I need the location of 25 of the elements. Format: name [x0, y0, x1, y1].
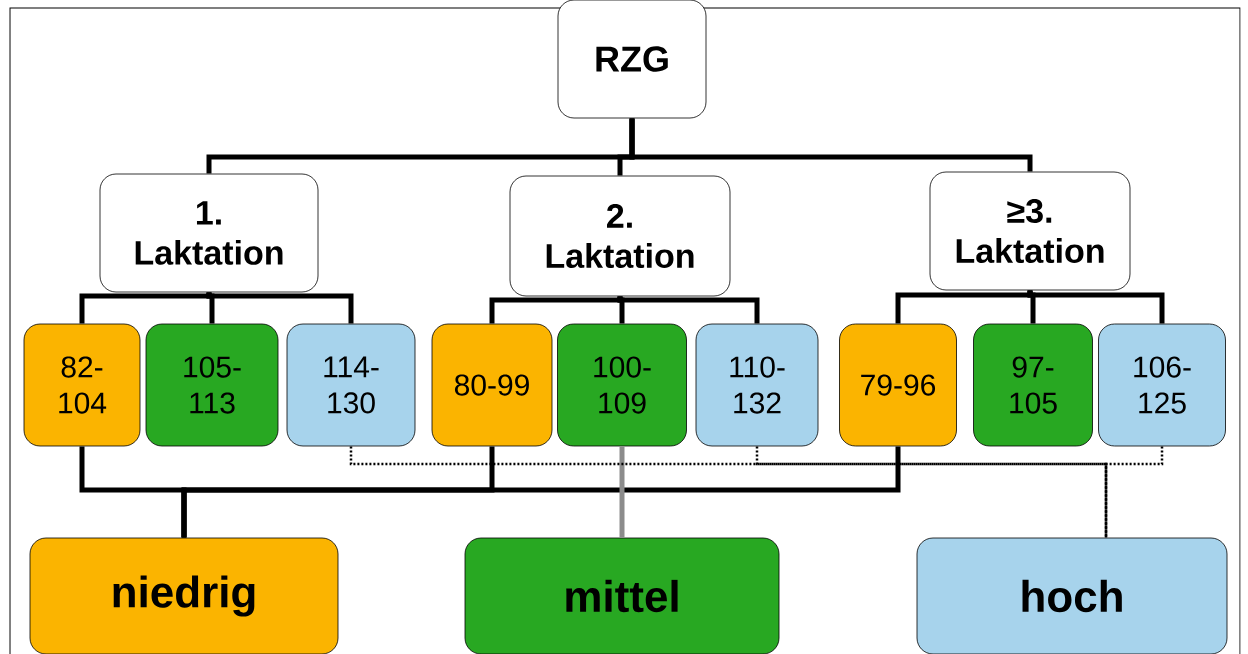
range-box: 80-99 [431, 323, 553, 447]
range-box: 100-109 [557, 323, 687, 447]
connector-line [181, 446, 901, 538]
connector-line [206, 292, 354, 324]
category-box: ≥3. Laktation [929, 171, 1131, 291]
connector-line [629, 118, 1033, 172]
range-box: 106-125 [1098, 323, 1226, 447]
connector-line [1027, 290, 1165, 324]
connector-line [619, 446, 625, 538]
range-box: 105-113 [145, 323, 279, 447]
root-box: RZG [557, 0, 707, 119]
connector-line [755, 446, 1108, 538]
range-box: 82-104 [23, 323, 141, 447]
level-box: mittel [464, 537, 780, 654]
range-box: 79-96 [839, 323, 957, 447]
connector-line [1104, 446, 1164, 538]
range-box: 114-130 [286, 323, 416, 447]
category-box: 1. Laktation [99, 173, 319, 293]
range-box: 110-132 [695, 323, 819, 447]
level-box: hoch [916, 537, 1228, 654]
category-box: 2. Laktation [509, 175, 731, 297]
connector-line [349, 446, 1108, 538]
level-box: niedrig [29, 537, 339, 654]
range-box: 97-105 [973, 323, 1093, 447]
connector-line [617, 296, 760, 324]
